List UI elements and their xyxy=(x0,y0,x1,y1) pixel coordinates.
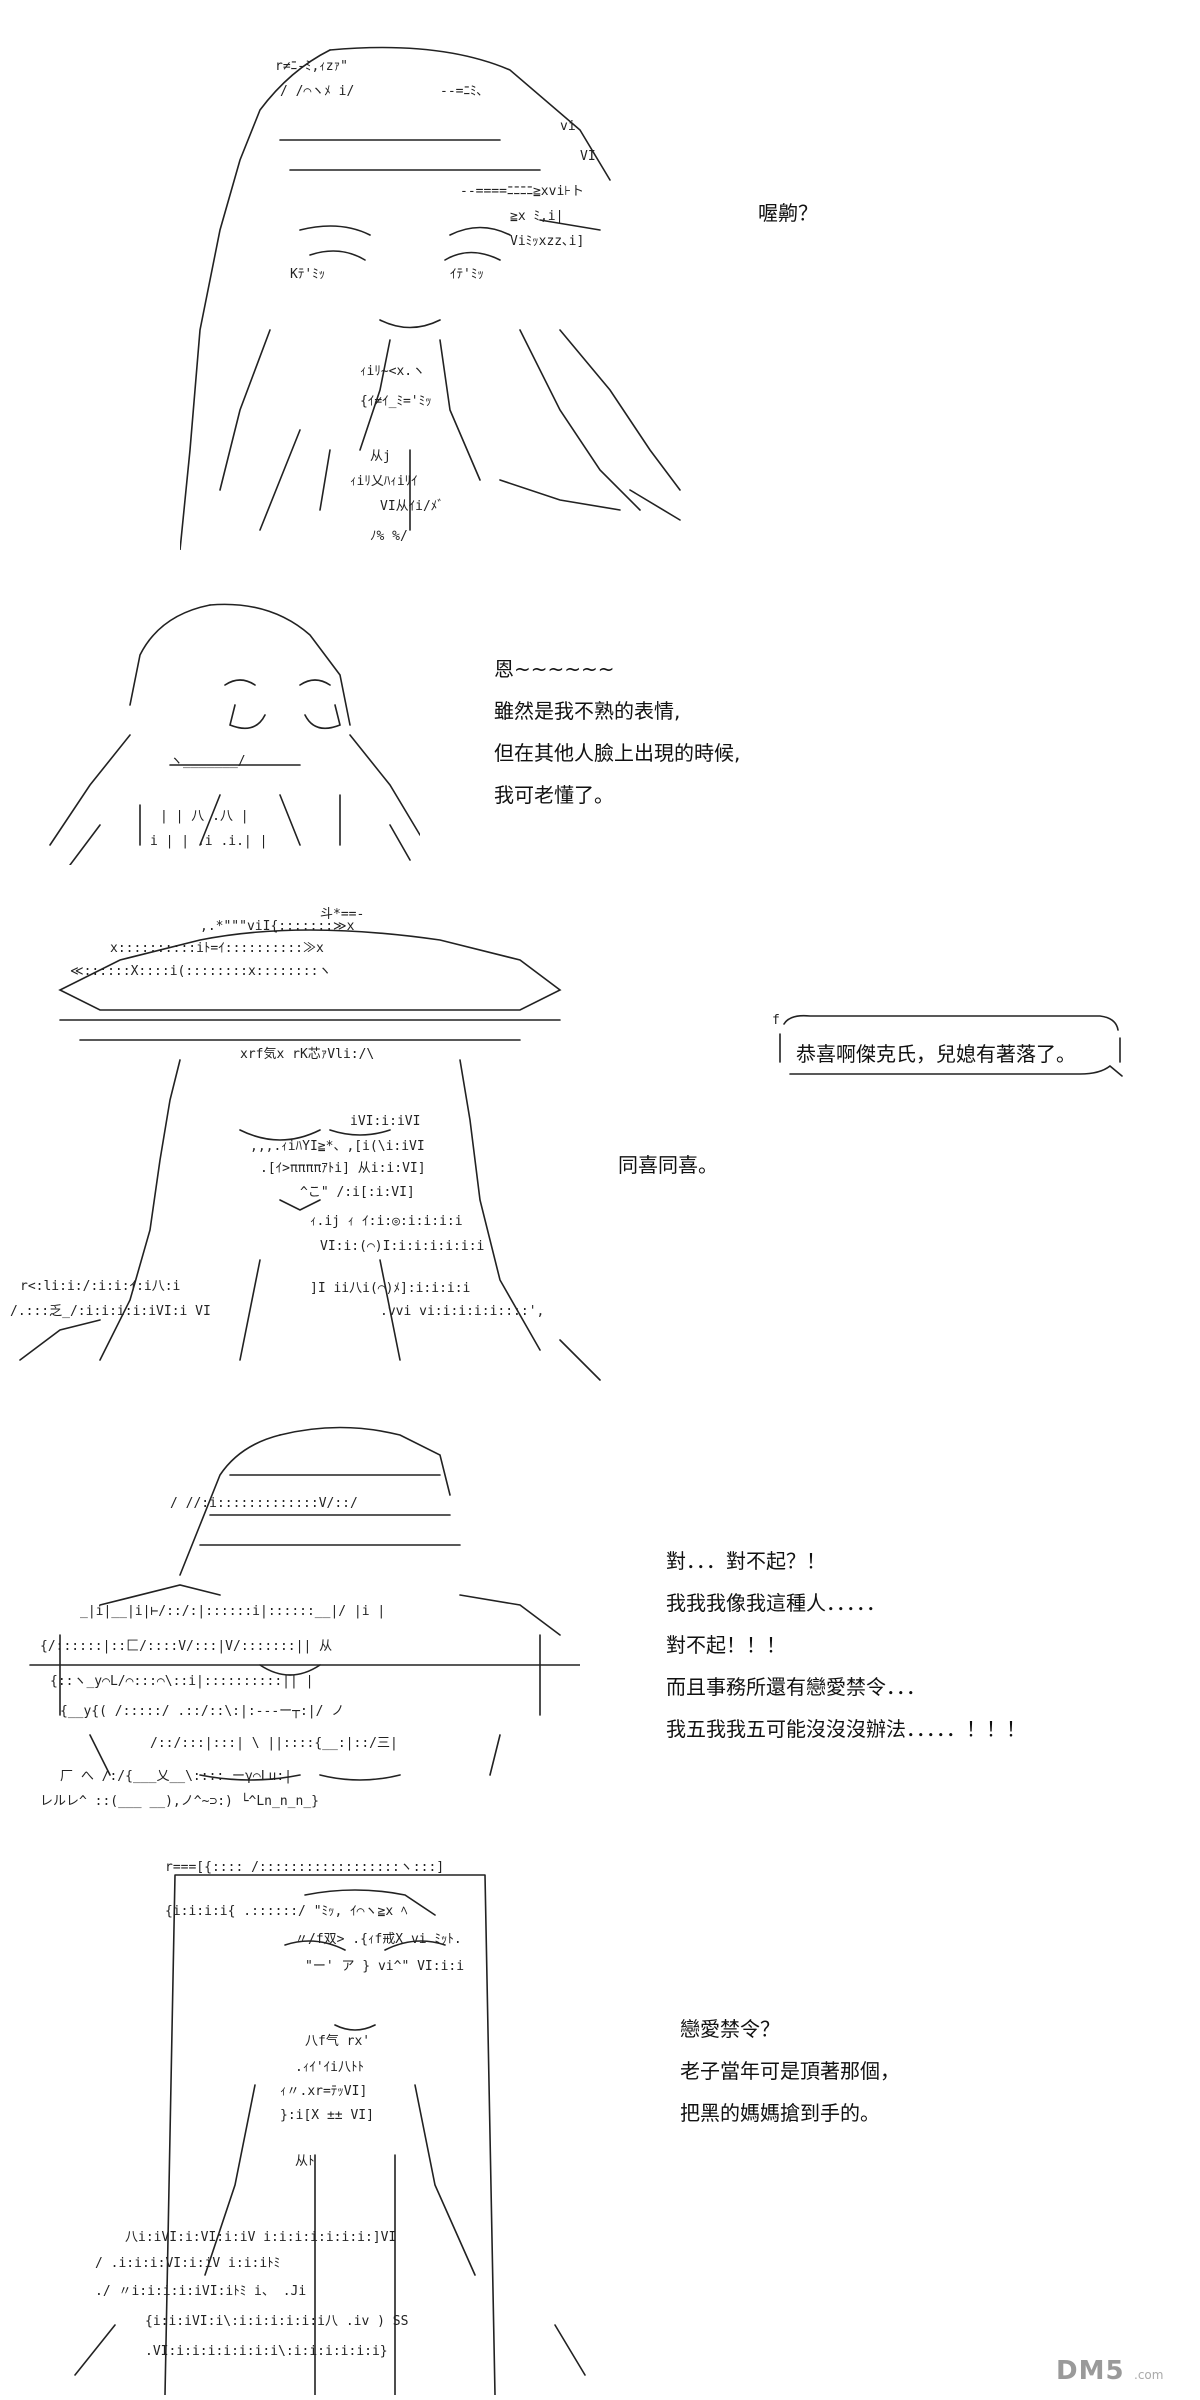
svg-text:ｨ.ij ｨ ｲ:i:◎:i:i:i:i: ｨ.ij ｨ ｲ:i:◎:i:i:i:i xyxy=(310,1214,463,1229)
dialog-line: 老子當年可是頂著那個， xyxy=(680,2059,900,2083)
dialog-line: 但在其他人臉上出現的時候, xyxy=(494,741,741,765)
svg-text:_|i|__|i|⊢/::/:|::::::i|::::::: _|i|__|i|⊢/::/:|::::::i|::::::__|/ |i | xyxy=(80,1604,385,1619)
svg-text:Viﾐｯxzz､i]: Viﾐｯxzz､i] xyxy=(510,234,584,249)
svg-text:/.:::乏_/:i:i:i:i:iVI:i VI: /.:::乏_/:i:i:i:i:iVI:i VI xyxy=(10,1304,211,1319)
svg-text:VI: VI xyxy=(580,149,596,164)
svg-text:--=ﾆﾐ､: --=ﾆﾐ､ xyxy=(440,84,483,99)
svg-text:xrf気x rK芯ｧVli:/\: xrf気x rK芯ｧVli:/\ xyxy=(240,1046,374,1062)
bubble-text: 恭喜啊傑克氏，兒媳有著落了。 xyxy=(796,1042,1076,1066)
svg-text:ﾉ% %/: ﾉ% %/ xyxy=(370,529,408,544)
svg-text:{::ヽ_y⌒L/⌒:::⌒\::i|::::::::::|: {::ヽ_y⌒L/⌒:::⌒\::i|::::::::::|| | xyxy=(50,1674,313,1689)
svg-text:{/::::::|::匚/::::V/:::|V/:::::: {/::::::|::匚/::::V/:::|V/:::::::|| 从 xyxy=(40,1639,332,1654)
svg-text:"ー' ア } vi^" VI:i:i: "ー' ア } vi^" VI:i:i xyxy=(305,1959,464,1974)
dialog-text-3: 同喜同喜。 xyxy=(618,1144,718,1186)
ascii-art-character-2: ヽ_______/ | | 八 .八 | i | | .i .i.| | xyxy=(40,595,420,865)
svg-text:| | 八 .八 |: | | 八 .八 | xyxy=(160,809,249,824)
svg-text:}:i[X ±± VI]: }:i[X ±± VI] xyxy=(280,2108,374,2123)
dialog-text-1: 喔齁？ xyxy=(758,192,818,234)
svg-text:i | | .i .i.| |: i | | .i .i.| | xyxy=(150,834,267,849)
dialog-line: 我我我像我這種人．．．．． xyxy=(666,1591,886,1615)
watermark-logo-text: DM5 xyxy=(1056,2356,1125,2386)
dialog-text-2: 恩~~~~~~ 雖然是我不熟的表情, 但在其他人臉上出現的時候, 我可老懂了。 xyxy=(494,648,740,816)
svg-text:vi: vi xyxy=(560,119,576,134)
svg-text:≪::::::X::::i(::::::::x:::::::: ≪::::::X::::i(::::::::x::::::::ヽ xyxy=(70,964,331,979)
svg-text:/ //:i:::::::::::::V/::/: / //:i:::::::::::::V/::/ xyxy=(170,1496,358,1511)
svg-text:/::/:::|:::| \ ||::::{__:|::: /::/:::|:::| \ ||::::{__:|::/三| xyxy=(150,1736,398,1751)
svg-text:〃/f双> .{ｨf戒X vi ﾐｯﾄ.: 〃/f双> .{ｨf戒X vi ﾐｯﾄ. xyxy=(295,1932,462,1947)
svg-text:レルレ^ ::(___ __),ノ^~⊃:) └^Ln_: レルレ^ ::(___ __),ノ^~⊃:) └^Ln_n_n_} xyxy=(40,1792,319,1809)
svg-text:]I ii八i(⌒)ﾒ]:i:i:i:i: ]I ii八i(⌒)ﾒ]:i:i:i:i xyxy=(310,1281,470,1296)
dialog-line: 我可老懂了。 xyxy=(494,783,614,807)
svg-text:{ｲ≠ｲ_ﾐ='ﾐｯ: {ｲ≠ｲ_ﾐ='ﾐｯ xyxy=(360,394,432,409)
svg-text:八f气 rx': 八f气 rx' xyxy=(305,2033,370,2049)
svg-text:/ /⌒ヽﾒ i/: / /⌒ヽﾒ i/ xyxy=(280,84,354,99)
dialog-line: 雖然是我不熟的表情, xyxy=(494,699,681,723)
dialog-line: 戀愛禁令？ xyxy=(680,2017,780,2041)
svg-text:从ﾄ: 从ﾄ xyxy=(295,2154,315,2169)
svg-text:f: f xyxy=(772,1013,780,1028)
svg-text:ｨ〃.xr=ﾃｯVI]: ｨ〃.xr=ﾃｯVI] xyxy=(280,2084,367,2099)
watermark-logo-sub: .com xyxy=(1134,2368,1164,2382)
svg-text:Kﾃ'ﾐｯ: Kﾃ'ﾐｯ xyxy=(290,267,325,282)
dialog-text-5: 戀愛禁令？ 老子當年可是頂著那個， 把黑的媽媽搶到手的。 xyxy=(680,2008,900,2134)
svg-text:.vvi vi:i:i:i:i::::',: .vvi vi:i:i:i:i::::', xyxy=(380,1304,544,1319)
ascii-art-character-3: 斗*==- ,.*"""viI{:::::::≫x x::::::::::iﾄ=… xyxy=(0,900,620,1400)
speech-bubble: f 恭喜啊傑克氏，兒媳有著落了。 xyxy=(770,1010,1130,1090)
svg-text:≧x ﾐ,i|: ≧x ﾐ,i| xyxy=(510,209,563,224)
svg-text:^こ" /:i[:i:VI]: ^こ" /:i[:i:VI] xyxy=(300,1185,415,1200)
site-watermark-logo: DM5 .com xyxy=(1050,2352,1190,2392)
dialog-line: 而且事務所還有戀愛禁令．．． xyxy=(666,1675,926,1699)
svg-text:,,,.ｨiﾊYI≧*、,[i(\i:iVI: ,,,.ｨiﾊYI≧*、,[i(\i:iVI xyxy=(250,1139,425,1154)
svg-text:r===[{:::: /::::::::::::::::::: r===[{:::: /::::::::::::::::::ヽ:::] xyxy=(165,1860,444,1875)
svg-text:.[ｲ>ππππｱﾄi] 从i:i:VI]: .[ｲ>ππππｱﾄi] 从i:i:VI] xyxy=(260,1161,426,1176)
svg-text:r<:li:i:/:i:i:ｲ:i八:i: r<:li:i:/:i:i:ｲ:i八:i xyxy=(20,1279,180,1294)
dialog-text-4: 對．．．對不起？！ 我我我像我這種人．．．．． 對不起！！！ 而且事務所還有戀愛… xyxy=(666,1540,1026,1750)
svg-text:.ｨｲ'ｲi八ﾄﾄ: .ｨｲ'ｲi八ﾄﾄ xyxy=(295,2060,364,2075)
dialog-line: 喔齁？ xyxy=(758,201,818,225)
svg-text:ｨiﾘ~<x.ヽ: ｨiﾘ~<x.ヽ xyxy=(360,364,425,379)
svg-text:VI从ｲi/ﾒﾞ: VI从ｲi/ﾒﾞ xyxy=(380,499,444,514)
dialog-line: 恩~~~~~~ xyxy=(494,657,615,681)
svg-text:{i:i:i:i{ .::::::/ "ﾐｯ, ｲ⌒ヽ≧: {i:i:i:i{ .::::::/ "ﾐｯ, ｲ⌒ヽ≧x ﾍ xyxy=(165,1904,408,1919)
svg-text:/ .i:i:i:VI:i:iV i:i:iﾄﾐ: / .i:i:i:VI:i:iV i:i:iﾄﾐ xyxy=(95,2256,280,2271)
svg-text:iVI:i:iVI: iVI:i:iVI xyxy=(350,1114,420,1129)
dialog-line: 同喜同喜。 xyxy=(618,1153,718,1177)
svg-text:从j: 从j xyxy=(370,449,391,464)
svg-text:x::::::::::iﾄ=ｲ::::::::::≫x: x::::::::::iﾄ=ｲ::::::::::≫x xyxy=(110,941,324,956)
ascii-art-character-4: / //:i:::::::::::::V/::/ _|i|__|i|⊢/::/:… xyxy=(20,1415,580,1815)
svg-text:VI:i:(⌒)I:i:i:i:i:i:i: VI:i:(⌒)I:i:i:i:i:i:i xyxy=(320,1239,484,1254)
svg-text:ヽ_______/: ヽ_______/ xyxy=(170,754,246,769)
ascii-art-character-5: r===[{:::: /::::::::::::::::::ヽ:::] {i:i… xyxy=(55,1855,615,2395)
dialog-line: 對．．．對不起？！ xyxy=(666,1549,826,1573)
svg-text:{__y{( /:::::/ .::/::\:|:---ー: {__y{( /:::::/ .::/::\:|:---ー┬:|/ ノ xyxy=(60,1704,344,1719)
svg-text:--====ﾆﾆﾆﾆ≧xvi⊦ト: --====ﾆﾆﾆﾆ≧xvi⊦ト xyxy=(460,184,584,199)
svg-text:斗*==-: 斗*==- xyxy=(320,907,364,922)
dialog-line: 對不起！！！ xyxy=(666,1633,786,1657)
dialog-line: 我五我我五可能沒沒沒辦法．．．．．！！！ xyxy=(666,1717,1026,1741)
svg-text:./ 〃i:i:i:i:iVI:iﾄﾐ i、 .Ji: ./ 〃i:i:i:i:iVI:iﾄﾐ i、 .Ji xyxy=(95,2284,306,2299)
svg-text:.VI:i:i:i:i:i:i:i\:i:i:i:i:i:i: .VI:i:i:i:i:i:i:i\:i:i:i:i:i:i} xyxy=(145,2344,388,2359)
svg-text:ｲﾃ'ﾐｯ: ｲﾃ'ﾐｯ xyxy=(450,267,484,282)
dialog-line: 把黑的媽媽搶到手的。 xyxy=(680,2101,880,2125)
svg-text:厂 へ /:/{___乂__\:::: ーγ⌒Lu:|: 厂 へ /:/{___乂__\:::: ーγ⌒Lu:| xyxy=(60,1769,292,1784)
svg-text:,.*"""viI{:::::::≫x: ,.*"""viI{:::::::≫x xyxy=(200,919,355,934)
svg-text:ｨiﾘ乂ﾊｨiﾘｲ: ｨiﾘ乂ﾊｨiﾘｲ xyxy=(350,474,418,489)
svg-text:八i:iVI:i:VI:i:iV i:i:i:i:i:i:i: 八i:iVI:i:VI:i:iV i:i:i:i:i:i:i:]VI xyxy=(125,2230,396,2245)
svg-text:r≠ﾆ-ﾐ,ｨzｧ": r≠ﾆ-ﾐ,ｨzｧ" xyxy=(275,59,348,74)
ascii-art-character-1: r≠ﾆ-ﾐ,ｨzｧ" / /⌒ヽﾒ i/ --=ﾆﾐ､ vi VI --====… xyxy=(180,30,760,550)
svg-text:{i:i:iVI:i\:i:i:i:i:i:i八 .iv ): {i:i:iVI:i\:i:i:i:i:i:i八 .iv ) SS xyxy=(145,2314,408,2329)
